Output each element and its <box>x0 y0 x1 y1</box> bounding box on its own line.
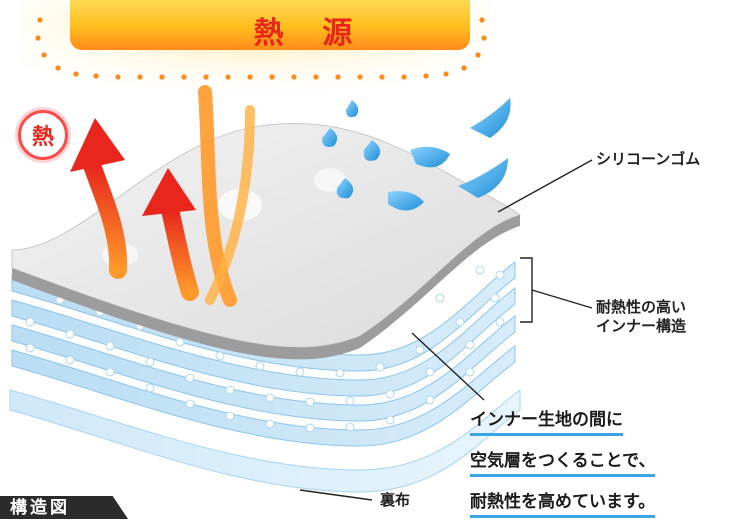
description-block: インナー生地の間に 空気層をつくることで、 耐熱性を高めています。 <box>470 402 730 525</box>
water-drops <box>322 98 511 211</box>
leader-lines <box>299 159 593 501</box>
silicone-label: シリコーンゴム <box>596 150 701 168</box>
heat-source-label: 熱 源 <box>253 16 367 51</box>
lining-label: 裏布 <box>380 491 411 509</box>
heat-source-banner <box>20 0 490 90</box>
figure-tag: 構造図 <box>0 496 128 519</box>
inner-structure-label-line2: インナー構造 <box>596 316 687 335</box>
description-line: 空気層をつくることで、 <box>470 443 656 477</box>
description-line: インナー生地の間に <box>470 402 623 436</box>
lining-layer <box>9 388 521 493</box>
heat-badge: 熱 <box>18 110 68 160</box>
inner-structure-label-line1: 耐熱性の高い <box>596 298 687 316</box>
inner-structure-label: 耐熱性の高い インナー構造 <box>596 298 686 336</box>
description-line: 耐熱性を高めています。 <box>470 484 656 518</box>
heat-reflect-arrows <box>70 85 255 307</box>
